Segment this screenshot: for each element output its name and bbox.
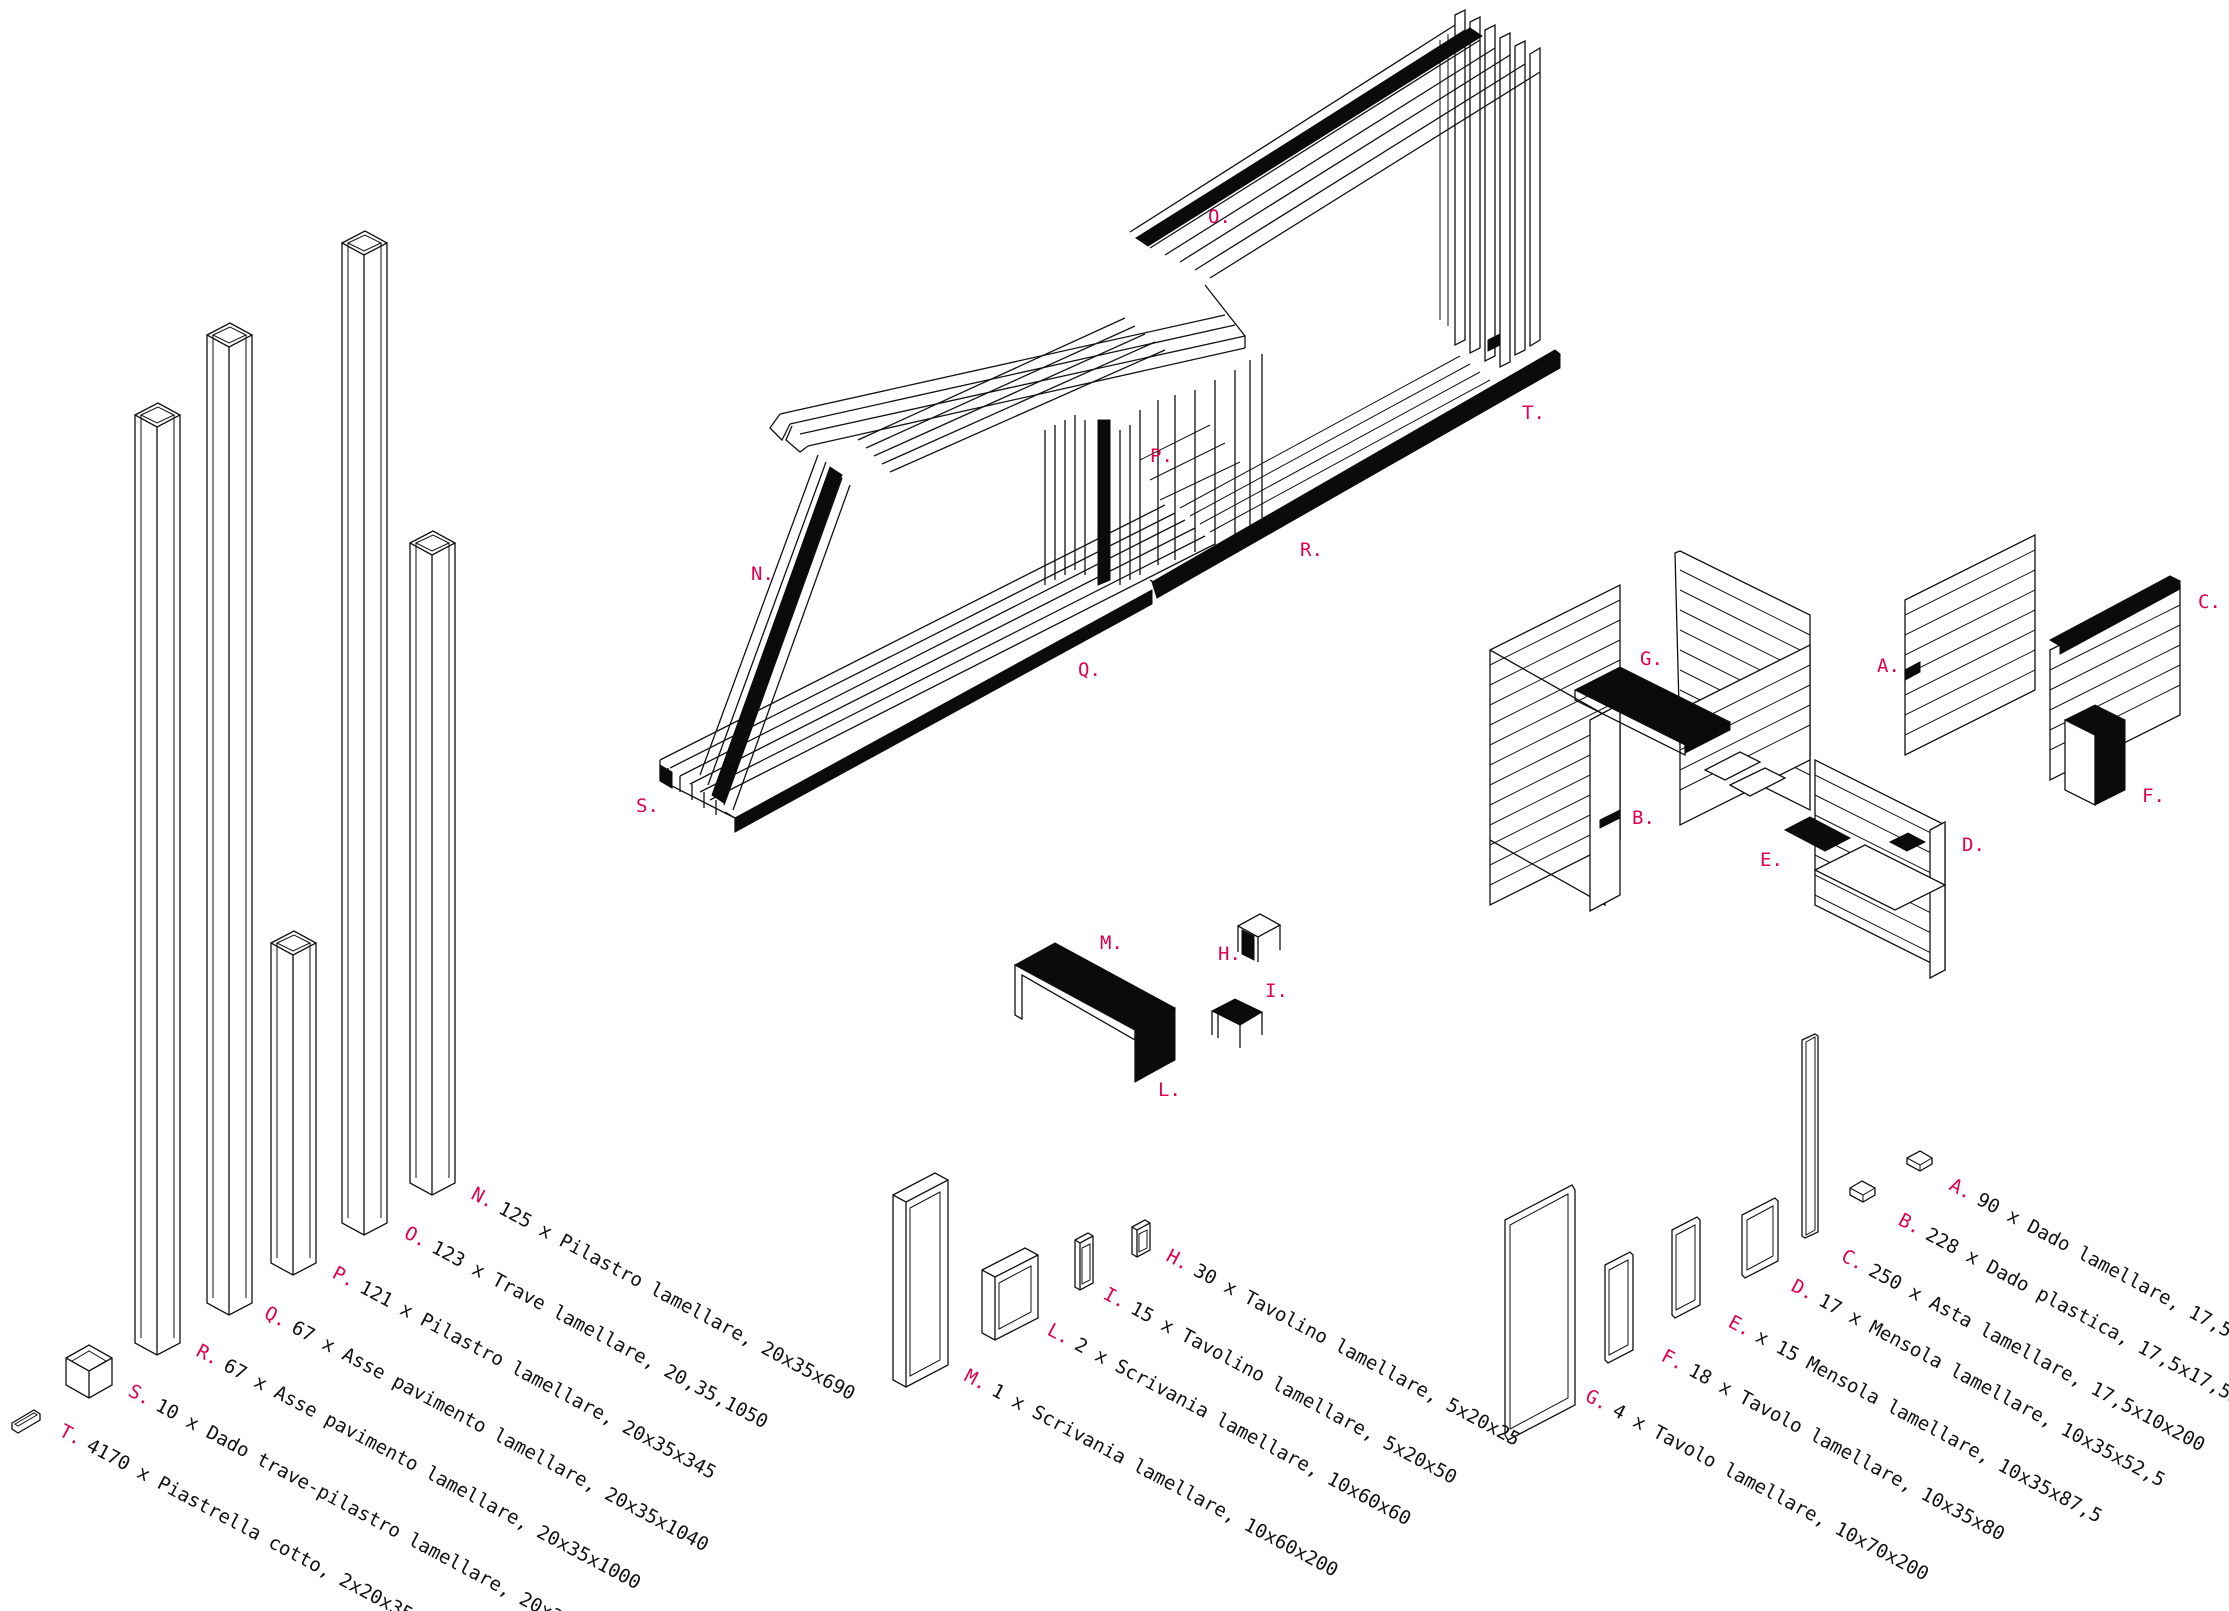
right-wall-posts — [1439, 8, 1541, 369]
callout-a: A. — [1877, 655, 1900, 677]
module-d-e — [1783, 758, 1947, 980]
legend-tables: H.30 x Tavolino lamellare, 5x20x25 I.15 … — [961, 1245, 1524, 1582]
legend-letter: O. — [401, 1222, 432, 1252]
callout-i: I. — [1265, 980, 1288, 1002]
legend-letter: E. — [1725, 1311, 1756, 1341]
member-asse-r — [408, 530, 457, 1196]
shelving-modules — [1489, 533, 2182, 1441]
callout-r: R. — [1300, 539, 1323, 561]
callout-l: L. — [1158, 1079, 1181, 1101]
tables-group — [892, 913, 1282, 1388]
member-asse-q — [340, 230, 389, 1236]
callout-p: P. — [1150, 445, 1173, 467]
legend-letter: P. — [329, 1262, 360, 1292]
legend-letter: D. — [1788, 1275, 1819, 1305]
main-structure-axonometric — [659, 8, 1561, 833]
callout-t: T. — [1522, 402, 1545, 424]
legend-letter: L. — [1044, 1319, 1075, 1349]
callout-m: M. — [1100, 932, 1123, 954]
callout-d: D. — [1962, 834, 1985, 856]
legend-structure: N.125 x Pilastro lamellare, 20x35x690 O.… — [56, 1183, 859, 1611]
module-parts-exploded — [1504, 1033, 1933, 1441]
callout-b: B. — [1632, 807, 1655, 829]
callout-q: Q. — [1078, 659, 1101, 681]
module-a — [1904, 533, 2036, 757]
legend-text: 1 x Scrivania lamellare, 10x60x200 — [988, 1379, 1342, 1581]
roof-beams — [769, 24, 1541, 473]
legend-text: 4 x Tavolo lamellare, 10x70x200 — [1609, 1399, 1932, 1585]
legend-letter: T. — [56, 1420, 87, 1450]
member-piastrella-t — [11, 1409, 41, 1434]
legend-row-a: A.90 x Dado lamellare, 17,5x17,5x10 — [1946, 1174, 2229, 1385]
legend-letter: H. — [1163, 1245, 1194, 1275]
callout-e: E. — [1760, 849, 1783, 871]
left-inclined-posts — [699, 454, 851, 811]
callout-o: O. — [1208, 206, 1231, 228]
callout-g: G. — [1640, 648, 1663, 670]
member-pilastro-p — [269, 930, 318, 1276]
legend-letter: B. — [1895, 1209, 1926, 1239]
legend-letter: Q. — [261, 1302, 292, 1332]
callout-c: C. — [2198, 591, 2221, 613]
member-trave-o — [205, 322, 254, 1316]
legend-letter: S. — [125, 1380, 156, 1410]
legend-letter: N. — [468, 1183, 499, 1213]
callout-f: F. — [2142, 785, 2165, 807]
desk-m — [1013, 942, 1177, 1083]
table-i — [1210, 998, 1264, 1048]
floor-planks — [659, 355, 1491, 819]
structural-members-exploded — [11, 230, 457, 1434]
legend-letter: F. — [1658, 1345, 1689, 1375]
legend-letter: I. — [1100, 1283, 1131, 1313]
svg-text:A.90 x Dado lamellare, 17,5x17: A.90 x Dado lamellare, 17,5x17,5x10 — [1946, 1174, 2229, 1385]
legend-letter: R. — [193, 1340, 224, 1370]
callout-n: N. — [751, 563, 774, 585]
legend-letter: A. — [1946, 1174, 1977, 1204]
module-g — [1489, 550, 1811, 913]
member-dado-s — [65, 1344, 113, 1399]
callout-s: S. — [636, 795, 659, 817]
legend-letter: C. — [1838, 1245, 1869, 1275]
callout-letters: O. P. T. N. R. Q. S. G. A. C. B. F. D. E… — [636, 206, 2221, 1101]
legend-letter: M. — [961, 1365, 992, 1395]
legend-letter: G. — [1582, 1385, 1613, 1415]
table-h — [1236, 913, 1282, 962]
table-parts-exploded — [892, 1172, 1151, 1388]
legend-modules: A.90 x Dado lamellare, 17,5x17,5x10 B.22… — [1582, 1174, 2229, 1585]
callout-h: H. — [1218, 943, 1241, 965]
module-c-f — [2048, 575, 2182, 807]
member-pilastro-n — [133, 402, 182, 1356]
floor-edge-beams — [724, 333, 1561, 833]
